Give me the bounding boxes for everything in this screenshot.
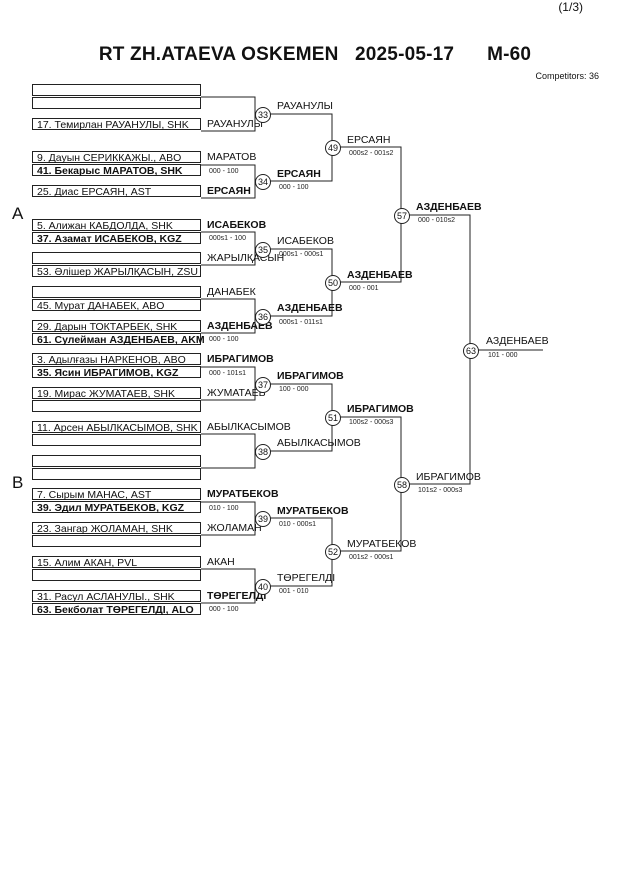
match-name: АБЫЛКАСЫМОВ — [277, 437, 361, 449]
match-name: МУРАТБЕКОВ — [207, 488, 279, 500]
match-name: РАУАНУЛЫ — [277, 100, 333, 112]
match-node: 40 — [255, 579, 271, 595]
match-score: 000 - 100 — [209, 168, 239, 175]
match-node: 35 — [255, 242, 271, 258]
slot: 61. Сулейман АЗДЕНБАЕВ, AKM — [32, 333, 205, 346]
match-score: 101s2 - 000s3 — [418, 487, 463, 494]
slot: 45. Мурат ДАНАБЕК, ABO — [32, 299, 201, 312]
match-name: ИСАБЕКОВ — [207, 219, 267, 231]
match-name: ИСАБЕКОВ — [277, 235, 334, 247]
match-name: ЕРСАЯН — [347, 134, 391, 146]
slot: 19. Мирас ЖУМАТАЕВ, SHK — [32, 387, 201, 400]
match-name: ИБРАГИМОВ — [277, 370, 344, 382]
match-score: 100 - 000 — [279, 386, 309, 393]
slot — [32, 455, 201, 467]
slot: 31. Расул АСЛАНУЛЫ., SHK — [32, 590, 201, 603]
match-node: 33 — [255, 107, 271, 123]
match-node: 57 — [394, 208, 410, 224]
match-name: ТӨРЕГЕЛДІ — [207, 590, 267, 602]
match-name: ИБРАГИМОВ — [207, 353, 274, 365]
match-node: 38 — [255, 444, 271, 460]
match-score: 001 - 010 — [279, 588, 309, 595]
match-score: 010 - 000s1 — [279, 521, 316, 528]
match-node: 49 — [325, 140, 341, 156]
slot — [32, 468, 201, 480]
slot: 41. Бекарыс МАРАТОВ, SHK — [32, 164, 201, 177]
match-score: 000 - 101s1 — [209, 370, 246, 377]
slot: 23. Зангар ЖОЛАМАН, SHK — [32, 522, 201, 535]
slot — [32, 569, 201, 581]
slot — [32, 400, 201, 412]
match-score: 000s1 - 100 — [209, 235, 246, 242]
match-name: АБЫЛКАСЫМОВ — [207, 421, 291, 433]
slot — [32, 84, 201, 96]
side-b-label: B — [12, 473, 24, 492]
slot — [32, 286, 201, 298]
match-name: АЗДЕНБАЕВ — [207, 320, 273, 332]
match-name: ЖАРЫЛҚАСЫН — [207, 252, 285, 264]
match-name: ИБРАГИМОВ — [347, 403, 414, 415]
match-name: АКАН — [207, 556, 235, 568]
page-number: (1/3) — [558, 0, 583, 14]
slot — [32, 97, 201, 109]
slot: 63. Бекболат ТӨРЕГЕЛДІ, ALO — [32, 603, 201, 616]
slot: 53. Әлішер ЖАРЫЛҚАСЫН, ZSU — [32, 265, 201, 278]
slot: 5. Алижан КАБДОЛДА, SHK — [32, 219, 201, 232]
match-node: 58 — [394, 477, 410, 493]
match-score: 000s2 - 001s2 — [349, 150, 394, 157]
match-node: 39 — [255, 511, 271, 527]
match-node: 34 — [255, 174, 271, 190]
match-name: АЗДЕНБАЕВ — [277, 302, 343, 314]
match-name: ТӨРЕГЕЛДІ — [277, 572, 336, 584]
slot: 9. Дауын СЕРИККАЖЫ., ABO — [32, 151, 201, 164]
match-name: ДАНАБЕК — [207, 286, 256, 298]
page-title: RT ZH.ATAEVA OSKEMEN 2025-05-17 M-60 — [98, 44, 532, 65]
match-name: МУРАТБЕКОВ — [277, 505, 349, 517]
competitors-count: Competitors: 36 — [535, 71, 599, 81]
slot: 35. Ясин ИБРАГИМОВ, KGZ — [32, 366, 201, 379]
match-name: РАУАНУЛЫ — [207, 118, 263, 130]
match-name: МУРАТБЕКОВ — [347, 538, 417, 550]
match-node: 63 — [463, 343, 479, 359]
slot: 37. Азамат ИСАБЕКОВ, KGZ — [32, 232, 201, 245]
match-name: АЗДЕНБАЕВ — [416, 201, 482, 213]
match-score: 100s2 - 000s3 — [349, 419, 394, 426]
match-node: 51 — [325, 410, 341, 426]
match-name: ИБРАГИМОВ — [416, 471, 481, 483]
slot: 25. Диас ЕРСАЯН, AST — [32, 185, 201, 198]
slot: 17. Темирлан РАУАНУЛЫ, SHK — [32, 118, 201, 131]
match-score: 000 - 100 — [209, 336, 239, 343]
match-node: 52 — [325, 544, 341, 560]
match-score: 010 - 100 — [209, 505, 239, 512]
match-score: 000s1 - 011s1 — [279, 319, 323, 326]
side-a-label: A — [12, 204, 24, 223]
match-score: 001s2 - 000s1 — [349, 554, 394, 561]
match-score: 000 - 100 — [279, 184, 309, 191]
match-score: 000s1 - 000s1 — [279, 251, 324, 258]
match-node: 36 — [255, 309, 271, 325]
match-node: 50 — [325, 275, 341, 291]
match-name: МАРАТОВ — [207, 151, 257, 163]
match-name: АЗДЕНБАЕВ — [347, 269, 413, 281]
match-score: 000 - 100 — [209, 606, 239, 613]
match-name: АЗДЕНБАЕВ — [486, 335, 549, 347]
slot: 7. Сырым МАНАС, AST — [32, 488, 201, 501]
slot: 15. Алим АКАН, PVL — [32, 556, 201, 569]
match-name: ЕРСАЯН — [207, 185, 251, 197]
match-name: ЖУМАТАЕВ — [207, 387, 266, 399]
slot: 39. Эдил МУРАТБЕКОВ, KGZ — [32, 501, 201, 514]
match-score: 000 - 010s2 — [418, 217, 455, 224]
match-name: ЖОЛАМАН — [207, 522, 262, 534]
match-score: 101 - 000 — [488, 352, 518, 359]
match-name: ЕРСАЯН — [277, 168, 321, 180]
slot: 11. Арсен АБЫЛКАСЫМОВ, SHK — [32, 421, 201, 434]
slot — [32, 252, 201, 264]
slot: 3. Адылғазы НАРКЕНОВ, ABO — [32, 353, 201, 366]
match-node: 37 — [255, 377, 271, 393]
slot — [32, 434, 201, 446]
slot — [32, 535, 201, 547]
match-score: 000 - 001 — [349, 285, 379, 292]
slot: 29. Дарын ТОКТАРБЕК, SHK — [32, 320, 201, 333]
